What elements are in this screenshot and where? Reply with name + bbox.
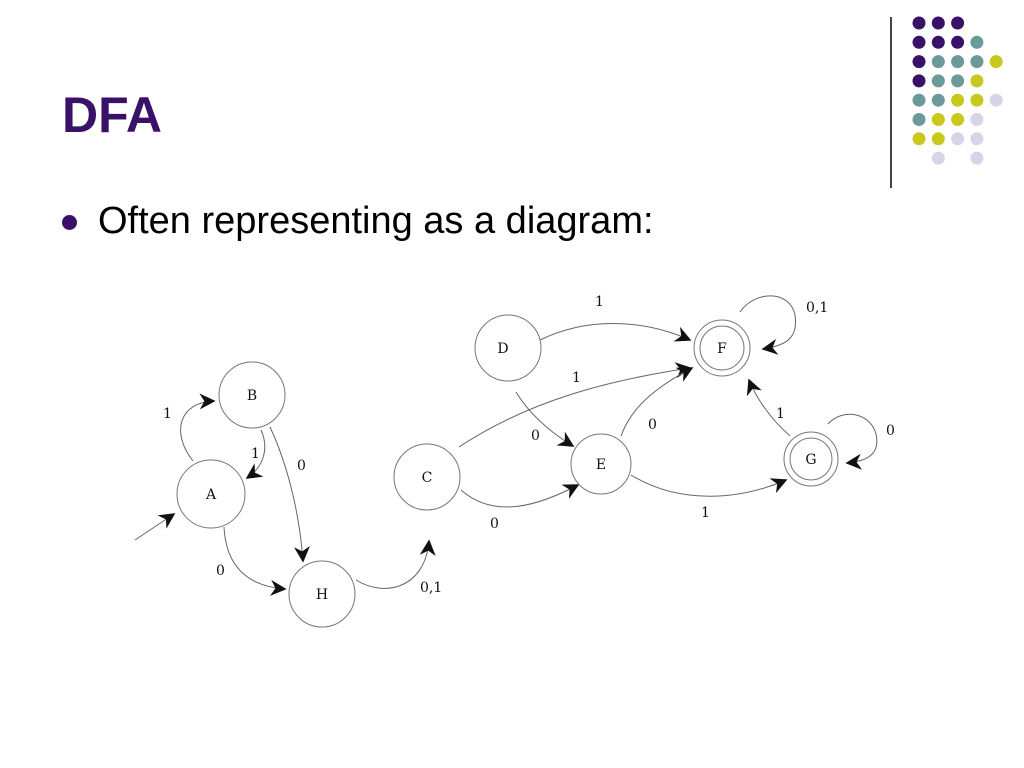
- decorative-dot: [970, 151, 984, 165]
- decorative-dot: [951, 55, 965, 69]
- edge-G-F: [746, 378, 791, 437]
- label-C-F: 1: [572, 370, 581, 386]
- state-E: E: [570, 433, 632, 495]
- decorative-dot: [951, 132, 965, 146]
- edge-C-E: [460, 484, 580, 508]
- decorative-dot: [912, 113, 926, 126]
- decorative-dot: [931, 55, 945, 69]
- self-loop-F: [739, 295, 797, 355]
- label-B-H: 0: [297, 458, 306, 474]
- svg-text:H: H: [316, 587, 328, 603]
- edge-E-F: [620, 367, 694, 437]
- edge-E-G: [630, 474, 788, 497]
- decorative-dot: [989, 93, 1003, 107]
- bullet-dot-icon: [62, 215, 77, 230]
- self-loop-G: [827, 413, 878, 470]
- edge-H-C: [355, 539, 436, 589]
- label-B-A: 1: [251, 446, 260, 462]
- state-B: B: [218, 361, 286, 429]
- decorative-dot: [970, 35, 984, 49]
- svg-text:F: F: [717, 341, 727, 357]
- svg-text:B: B: [247, 388, 257, 404]
- state-D: D: [474, 314, 542, 382]
- svg-text:G: G: [805, 452, 816, 468]
- decorative-dot: [931, 113, 945, 126]
- state-C: C: [393, 443, 461, 511]
- decorative-dot: [931, 16, 945, 30]
- edge-D-F: [539, 323, 692, 342]
- state-A: A: [176, 459, 246, 529]
- label-D-F: 1: [595, 294, 604, 310]
- label-H-C: 0,1: [420, 580, 442, 596]
- decorative-dot: [951, 113, 965, 126]
- svg-text:D: D: [497, 341, 508, 357]
- label-G-G: 0: [886, 423, 895, 439]
- svg-text:C: C: [422, 470, 433, 486]
- decorative-dot-grid: [912, 16, 1003, 165]
- label-E-F: 0: [648, 417, 657, 433]
- decorative-dot: [951, 35, 965, 49]
- label-D-E: 0: [531, 428, 540, 444]
- decorative-dot: [951, 74, 965, 88]
- decorative-dot: [912, 16, 926, 30]
- svg-text:E: E: [596, 457, 606, 473]
- decorative-dot: [912, 132, 926, 146]
- label-G-F: 1: [776, 406, 785, 422]
- edge-B-H: [269, 426, 310, 563]
- decorative-dot: [912, 93, 926, 107]
- label-A-B: 1: [163, 406, 172, 422]
- label-E-G: 1: [701, 505, 710, 521]
- decorative-dot: [951, 93, 965, 107]
- decorative-dot: [931, 132, 945, 146]
- slide-title: DFA: [62, 87, 162, 143]
- edge-A-B: [180, 393, 216, 462]
- label-C-E: 0: [490, 516, 499, 532]
- state-H: H: [288, 560, 356, 628]
- state-G: G: [783, 431, 839, 487]
- decorative-dot: [912, 55, 926, 69]
- svg-text:A: A: [205, 487, 217, 503]
- label-A-H: 0: [216, 563, 225, 579]
- start-arrow: [134, 513, 176, 541]
- decorative-dot: [970, 93, 984, 107]
- bullet-text: Often representing as a diagram:: [98, 200, 654, 242]
- decorative-divider: [890, 17, 892, 188]
- state-F: F: [693, 319, 751, 377]
- edge-B-A: [245, 429, 266, 479]
- decorative-dot: [970, 113, 984, 126]
- decorative-dot: [970, 132, 984, 146]
- bullet-item: Often representing as a diagram:: [62, 200, 654, 243]
- decorative-dot: [989, 55, 1003, 69]
- decorative-dot: [912, 35, 926, 49]
- decorative-dot: [931, 151, 945, 165]
- decorative-dot: [931, 93, 945, 107]
- decorative-dot: [970, 74, 984, 88]
- edge-C-F: [458, 362, 692, 448]
- decorative-dot: [912, 74, 926, 88]
- label-F-F: 0,1: [806, 300, 828, 316]
- edge-D-E: [515, 391, 575, 447]
- decorative-dot: [931, 74, 945, 88]
- decorative-dot: [951, 16, 965, 30]
- edge-A-H: [223, 526, 287, 596]
- decorative-dot: [931, 35, 945, 49]
- decorative-dot: [970, 55, 984, 69]
